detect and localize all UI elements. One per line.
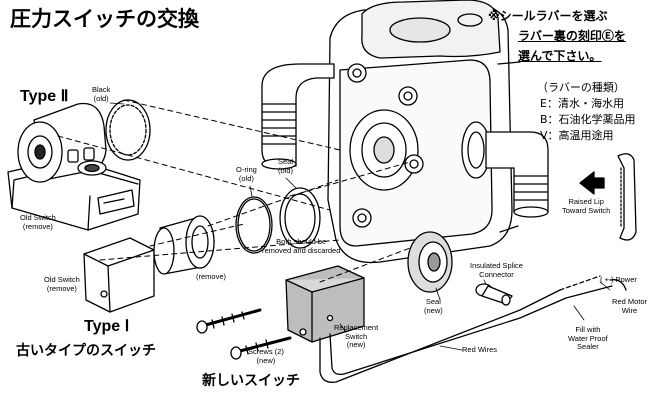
note-line-1: ※シールラバーを選ぶ [488,9,608,23]
rubber-types-heading: （ラバーの種類） [537,81,625,94]
old-switch-jp-caption: 古いタイプのスイッチ [16,343,156,359]
type-i-label: Type Ⅰ [84,318,130,335]
callout-black-old: Black(old) [92,85,111,103]
rubber-type-b: B：石油化学薬品用 [540,113,636,126]
callout-red-wires: Red Wires [462,345,498,354]
seal-old [279,187,321,249]
new-switch-jp-caption: 新しいスイッチ [202,373,300,389]
rubber-type-v: V：高温用途用 [540,129,614,142]
callout-screws: Screws (2)(new) [248,347,284,365]
callout-seal-new: Seal(new) [424,297,443,315]
pump-head-body [327,0,521,264]
seal-new [407,231,453,293]
callout-oring-old: O-ring(old) [236,165,257,183]
red-wires [319,275,627,383]
page-title: 圧力スイッチの交換 [10,7,199,31]
leader-lines [109,102,611,351]
type2-old-switch [7,102,141,231]
callout-seal-old: Seal(old) [278,157,294,175]
seal-cross-section [579,153,637,241]
callout-old-switch-type1: Old Switch(remove) [44,275,80,293]
fitting-remove [153,215,215,275]
type-ii-label: Type Ⅱ [20,88,69,105]
o-ring-old [235,196,273,254]
replacement-switch [285,265,365,343]
note-line-2: ラバー裏の刻印Ⓔを [518,29,626,43]
splice-connector [475,283,513,306]
left-elbow-fitting [261,63,335,170]
callout-fitting-remove: (remove) [196,272,227,281]
screw-2 [230,336,292,360]
type1-old-switch [83,237,155,313]
assembly-guide-lines [57,99,411,283]
note-line-3: 選んで下さい。 [518,49,602,63]
rubber-type-e: E：清水・海水用 [540,97,624,110]
callout-old-switch-type2: Old Switch(remove) [20,213,56,231]
screw-1 [196,308,262,334]
callout-power: ( + ) Power [600,275,637,284]
black-gasket-old [105,99,151,161]
right-elbow-fitting [485,131,549,218]
